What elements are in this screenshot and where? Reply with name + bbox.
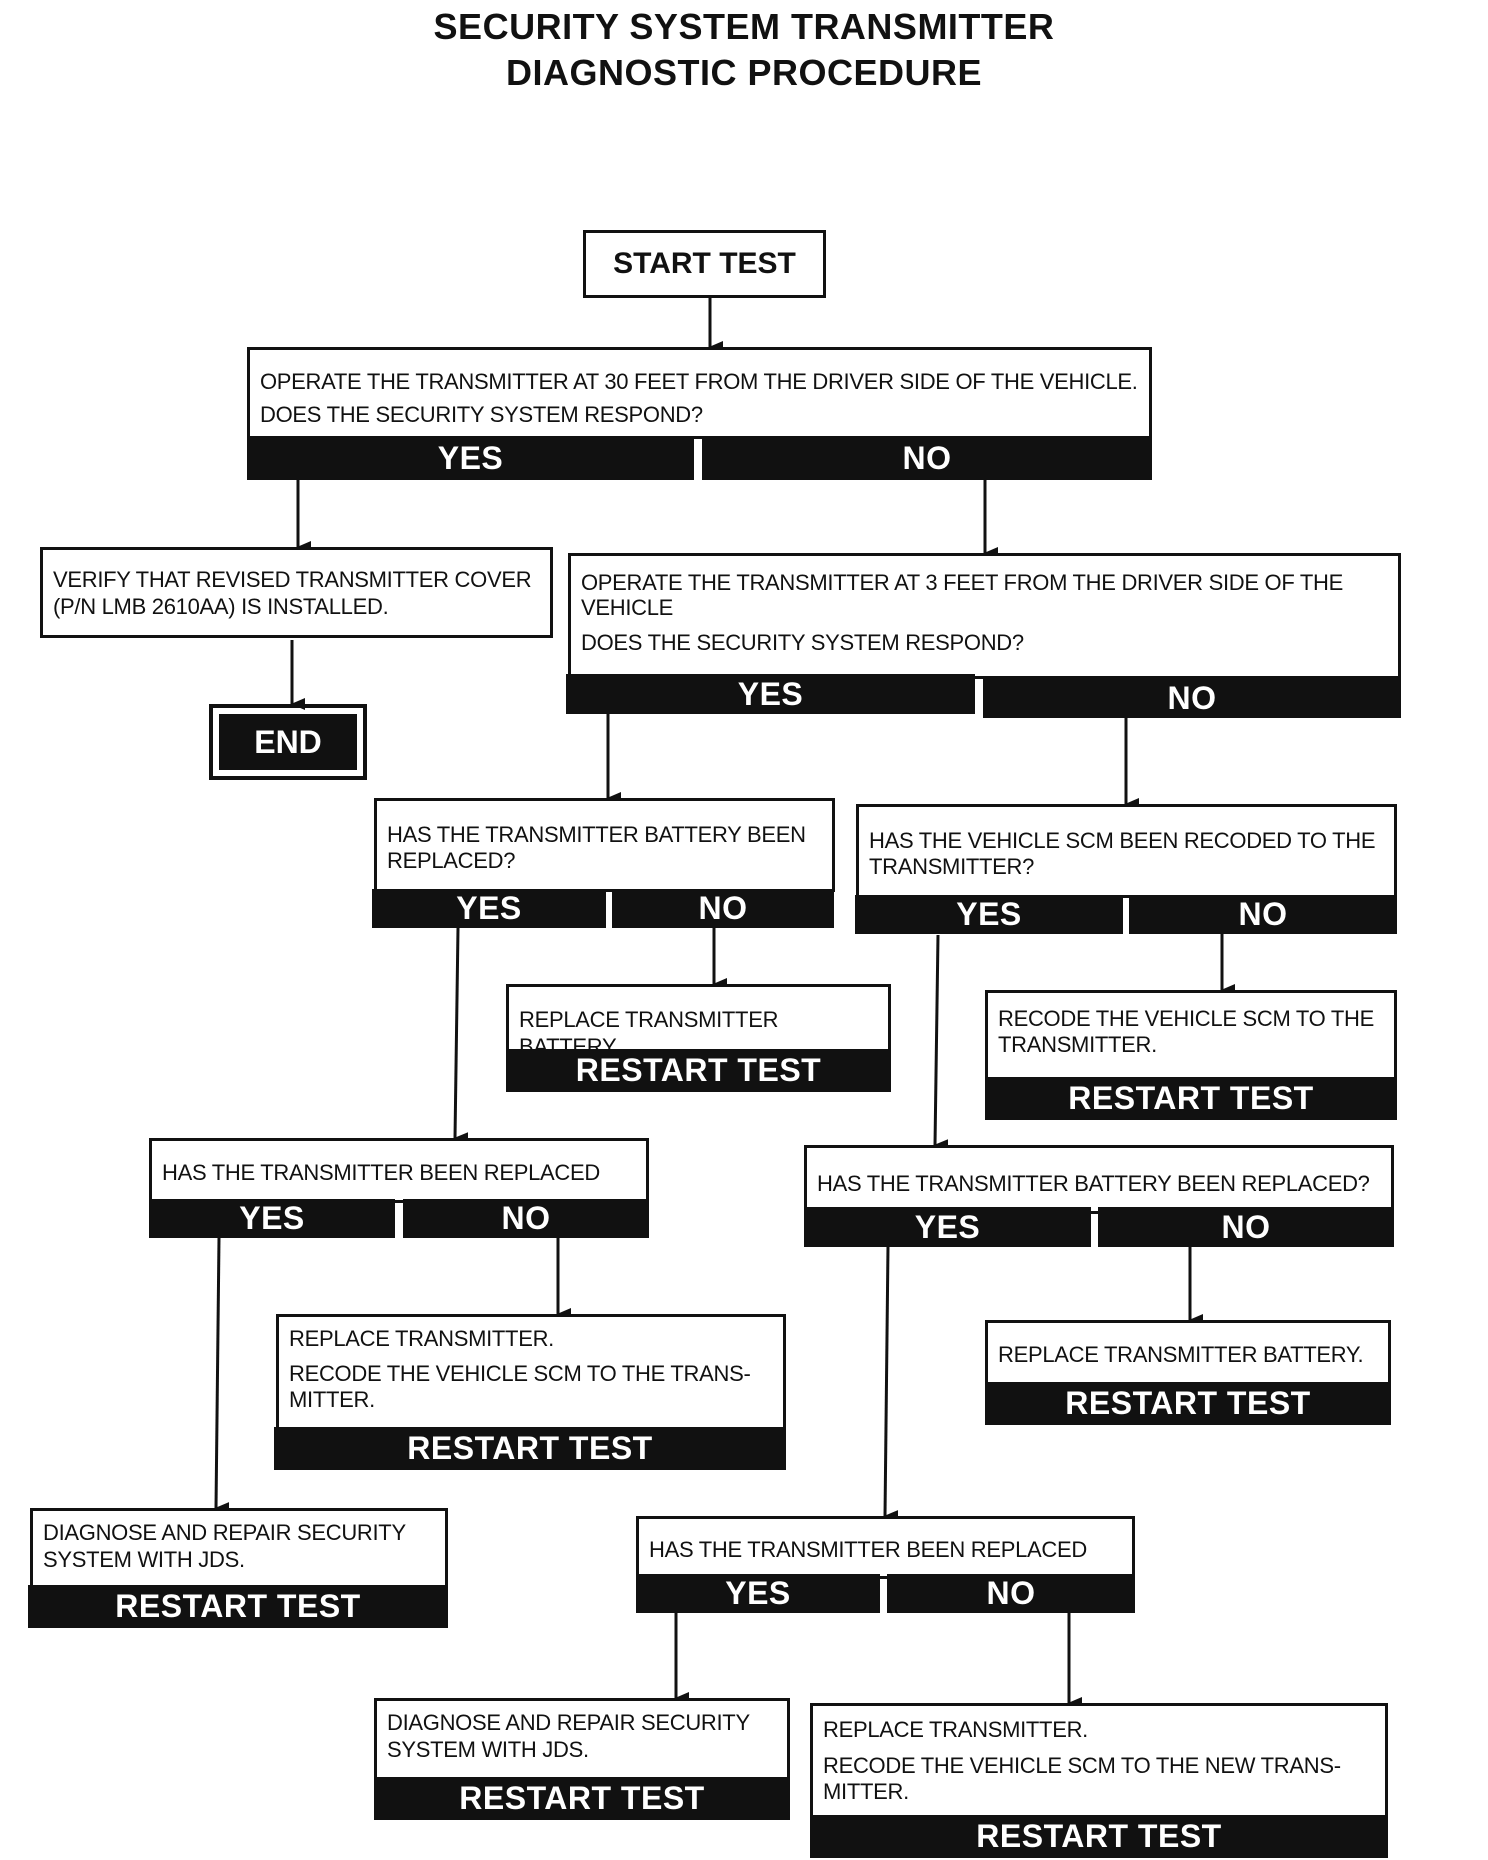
- end-box: END: [209, 704, 367, 780]
- question-box-tx-replaced-left: HAS THE TRANSMITTER BEEN REPLACED: [149, 1138, 649, 1203]
- q1-no-band: NO: [702, 436, 1152, 480]
- question-box-3ft: OPERATE THE TRANSMITTER AT 3 FEET FROM T…: [568, 553, 1401, 679]
- verify-cover-box: VERIFY THAT REVISED TRANSMITTER COVER (P…: [40, 547, 553, 638]
- arrow-q5-yes: [214, 1237, 230, 1515]
- action-box-replace-battery-1: REPLACE TRANSMITTER BATTERY.: [506, 984, 891, 1059]
- q7-no-band: NO: [887, 1574, 1135, 1613]
- question-box-tx-replaced-right: HAS THE TRANSMITTER BEEN REPLACED: [636, 1516, 1135, 1579]
- diagnose-1-line-1: DIAGNOSE AND REPAIR SECURITY: [43, 1520, 406, 1545]
- diagnose-2-line-1: DIAGNOSE AND REPAIR SECURITY: [387, 1710, 750, 1735]
- q6-no-band: NO: [1098, 1207, 1394, 1247]
- diagnose-2-line-2: SYSTEM WITH JDS.: [387, 1737, 589, 1762]
- question-3ft-line-3: DOES THE SECURITY SYSTEM RESPOND?: [581, 630, 1024, 655]
- restart-test-band-4: RESTART TEST: [985, 1382, 1391, 1425]
- question-box-30ft: OPERATE THE TRANSMITTER AT 30 FEET FROM …: [247, 347, 1152, 439]
- action-box-diagnose-1: DIAGNOSE AND REPAIR SECURITY SYSTEM WITH…: [30, 1508, 448, 1590]
- restart-test-band-2: RESTART TEST: [985, 1077, 1397, 1120]
- action-box-replace-transmitter-2: REPLACE TRANSMITTER. RECODE THE VEHICLE …: [810, 1703, 1388, 1819]
- action-box-replace-battery-2: REPLACE TRANSMITTER BATTERY.: [985, 1320, 1391, 1388]
- q3-yes-band: YES: [372, 889, 606, 928]
- restart-test-band-5: RESTART TEST: [28, 1585, 448, 1628]
- replace-transmitter-2-line-1: REPLACE TRANSMITTER.: [823, 1717, 1088, 1742]
- question-tx-replaced-right-text: HAS THE TRANSMITTER BEEN REPLACED: [649, 1537, 1087, 1562]
- question-battery-left-line-2: REPLACED?: [387, 848, 516, 873]
- verify-cover-line-2: (P/N LMB 2610AA) IS INSTALLED.: [53, 594, 389, 619]
- recode-scm-line-1: RECODE THE VEHICLE SCM TO THE: [998, 1006, 1374, 1031]
- restart-test-band-1: RESTART TEST: [506, 1049, 891, 1092]
- start-test-box: START TEST: [583, 230, 826, 298]
- end-label: END: [219, 714, 357, 770]
- arrow-q6-yes: [883, 1245, 899, 1523]
- arrow-q3-yes: [453, 927, 469, 1145]
- q1-yes-band: YES: [247, 436, 694, 480]
- q5-yes-band: YES: [149, 1199, 395, 1238]
- restart-test-band-6: RESTART TEST: [374, 1777, 790, 1820]
- question-battery-right-text: HAS THE TRANSMITTER BATTERY BEEN REPLACE…: [817, 1171, 1370, 1196]
- restart-test-band-3: RESTART TEST: [274, 1427, 786, 1470]
- q4-yes-band: YES: [855, 895, 1123, 934]
- replace-battery-1-text: REPLACE TRANSMITTER BATTERY.: [519, 1007, 779, 1059]
- replace-transmitter-1-line-1: REPLACE TRANSMITTER.: [289, 1326, 554, 1351]
- question-box-battery-left: HAS THE TRANSMITTER BATTERY BEEN REPLACE…: [374, 798, 835, 892]
- restart-test-band-7: RESTART TEST: [810, 1815, 1388, 1858]
- title-line-2: DIAGNOSTIC PROCEDURE: [505, 52, 983, 93]
- question-box-scm-recoded: HAS THE VEHICLE SCM BEEN RECODED TO THE …: [856, 804, 1397, 898]
- action-box-diagnose-2: DIAGNOSE AND REPAIR SECURITY SYSTEM WITH…: [374, 1698, 790, 1782]
- replace-battery-2-text: REPLACE TRANSMITTER BATTERY.: [998, 1342, 1364, 1367]
- question-3ft-line-1: OPERATE THE TRANSMITTER AT 3 FEET FROM T…: [581, 570, 1344, 595]
- question-30ft-line-1: OPERATE THE TRANSMITTER AT 30 FEET FROM …: [260, 369, 1138, 394]
- question-30ft-line-2: DOES THE SECURITY SYSTEM RESPOND?: [260, 402, 703, 427]
- q5-no-band: NO: [403, 1199, 649, 1238]
- question-3ft-line-2: VEHICLE: [581, 595, 674, 620]
- diagnose-1-line-2: SYSTEM WITH JDS.: [43, 1547, 245, 1572]
- action-box-replace-transmitter-1: REPLACE TRANSMITTER. RECODE THE VEHICLE …: [276, 1314, 786, 1432]
- question-box-battery-right: HAS THE TRANSMITTER BATTERY BEEN REPLACE…: [804, 1145, 1394, 1214]
- arrow-q4-yes: [933, 934, 949, 1152]
- q6-yes-band: YES: [804, 1207, 1091, 1247]
- q2-no-band: NO: [983, 678, 1401, 718]
- action-box-recode-scm: RECODE THE VEHICLE SCM TO THE TRANSMITTE…: [985, 990, 1397, 1082]
- verify-cover-line-1: VERIFY THAT REVISED TRANSMITTER COVER: [53, 567, 532, 592]
- title-line-1: SECURITY SYSTEM TRANSMITTER: [433, 6, 1055, 47]
- q3-no-band: NO: [612, 889, 834, 928]
- q2-yes-band: YES: [566, 674, 975, 714]
- question-battery-left-line-1: HAS THE TRANSMITTER BATTERY BEEN: [387, 822, 806, 847]
- replace-transmitter-2-line-3: MITTER.: [823, 1779, 909, 1804]
- q4-no-band: NO: [1129, 895, 1397, 934]
- replace-transmitter-1-line-2: RECODE THE VEHICLE SCM TO THE TRANS-: [289, 1361, 751, 1386]
- q7-yes-band: YES: [636, 1574, 880, 1613]
- replace-transmitter-1-line-3: MITTER.: [289, 1387, 375, 1412]
- question-tx-replaced-left-text: HAS THE TRANSMITTER BEEN REPLACED: [162, 1160, 600, 1185]
- question-scm-recoded-line-1: HAS THE VEHICLE SCM BEEN RECODED TO THE: [869, 828, 1376, 853]
- recode-scm-line-2: TRANSMITTER.: [998, 1032, 1157, 1057]
- replace-transmitter-2-line-2: RECODE THE VEHICLE SCM TO THE NEW TRANS-: [823, 1753, 1341, 1778]
- question-scm-recoded-line-2: TRANSMITTER?: [869, 854, 1035, 879]
